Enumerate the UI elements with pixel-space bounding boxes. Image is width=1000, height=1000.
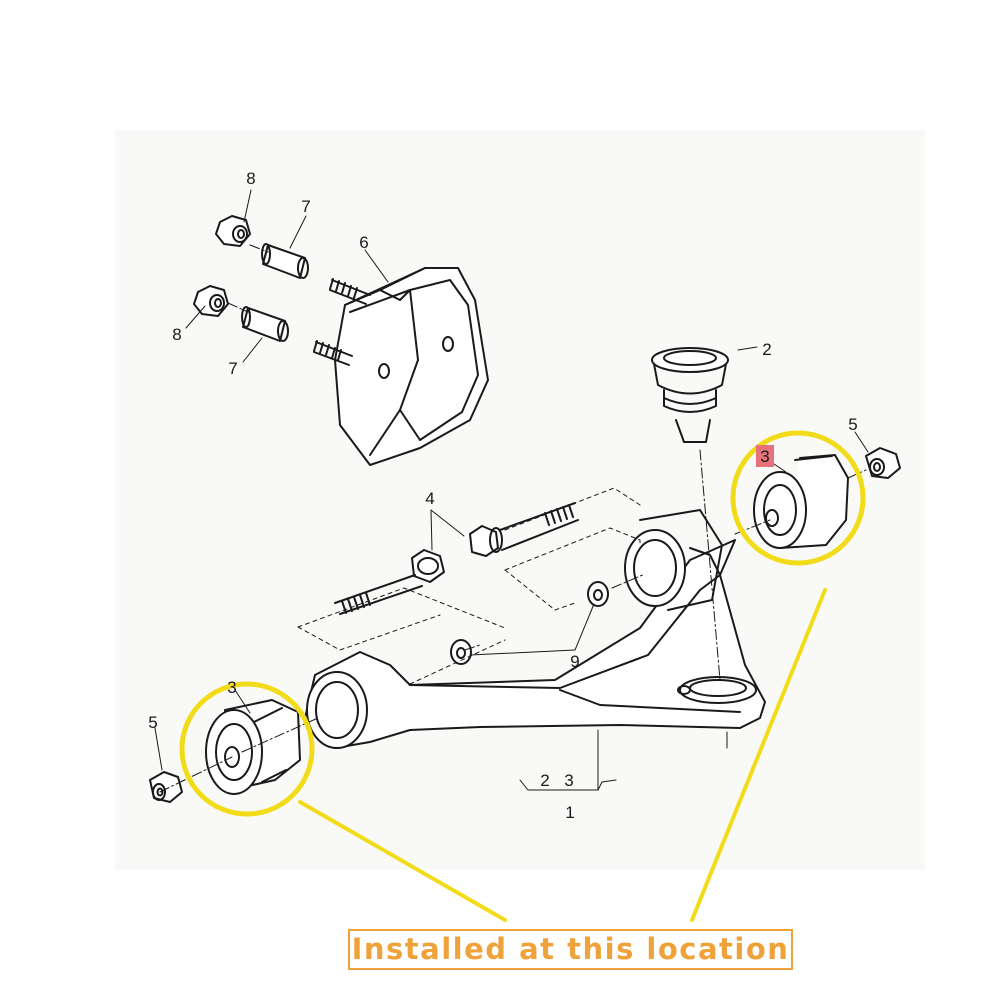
bushing-left [205, 699, 301, 795]
highlight-rings [179, 430, 866, 817]
axis-lines [159, 244, 867, 793]
washers [450, 581, 609, 665]
highlight-ring-left [179, 681, 315, 817]
assembly-guide-planes [297, 487, 641, 685]
callout-5-right: 5 [848, 415, 857, 434]
long-bolts [334, 502, 579, 615]
control-arm [304, 509, 766, 749]
callout-7-lower: 7 [228, 359, 237, 378]
callout-2-arm: 2 [540, 771, 549, 790]
highlight-ring-right [730, 430, 866, 566]
callout-6: 6 [359, 233, 368, 252]
callout-highlight-box [756, 445, 774, 467]
callout-8-lower: 8 [172, 325, 181, 344]
mounting-bracket [334, 267, 489, 466]
callout-2-ball-joint: 2 [762, 340, 771, 359]
leader-lines [154, 189, 869, 791]
bracket-studs [313, 278, 371, 366]
installed-location-caption: Installed at this location [348, 929, 793, 970]
callout-labels: 8 7 6 8 7 2 3 5 4 9 3 5 2 3 1 [148, 169, 857, 822]
callout-4: 4 [425, 489, 434, 508]
highlight-pointers [298, 588, 827, 922]
flange-nuts-upper [193, 215, 251, 317]
callout-3-arm: 3 [564, 771, 573, 790]
callout-7-upper: 7 [301, 197, 310, 216]
callout-5-left: 5 [148, 713, 157, 732]
hex-nuts-lower [149, 447, 901, 803]
spacer-sleeves [241, 243, 309, 342]
callout-8-upper: 8 [246, 169, 255, 188]
callout-3-right: 3 [760, 447, 769, 466]
callout-3-left: 3 [227, 678, 236, 697]
callout-1: 1 [565, 803, 574, 822]
ball-joint [651, 347, 729, 443]
bushing-right [753, 454, 849, 549]
callout-9: 9 [570, 652, 579, 671]
